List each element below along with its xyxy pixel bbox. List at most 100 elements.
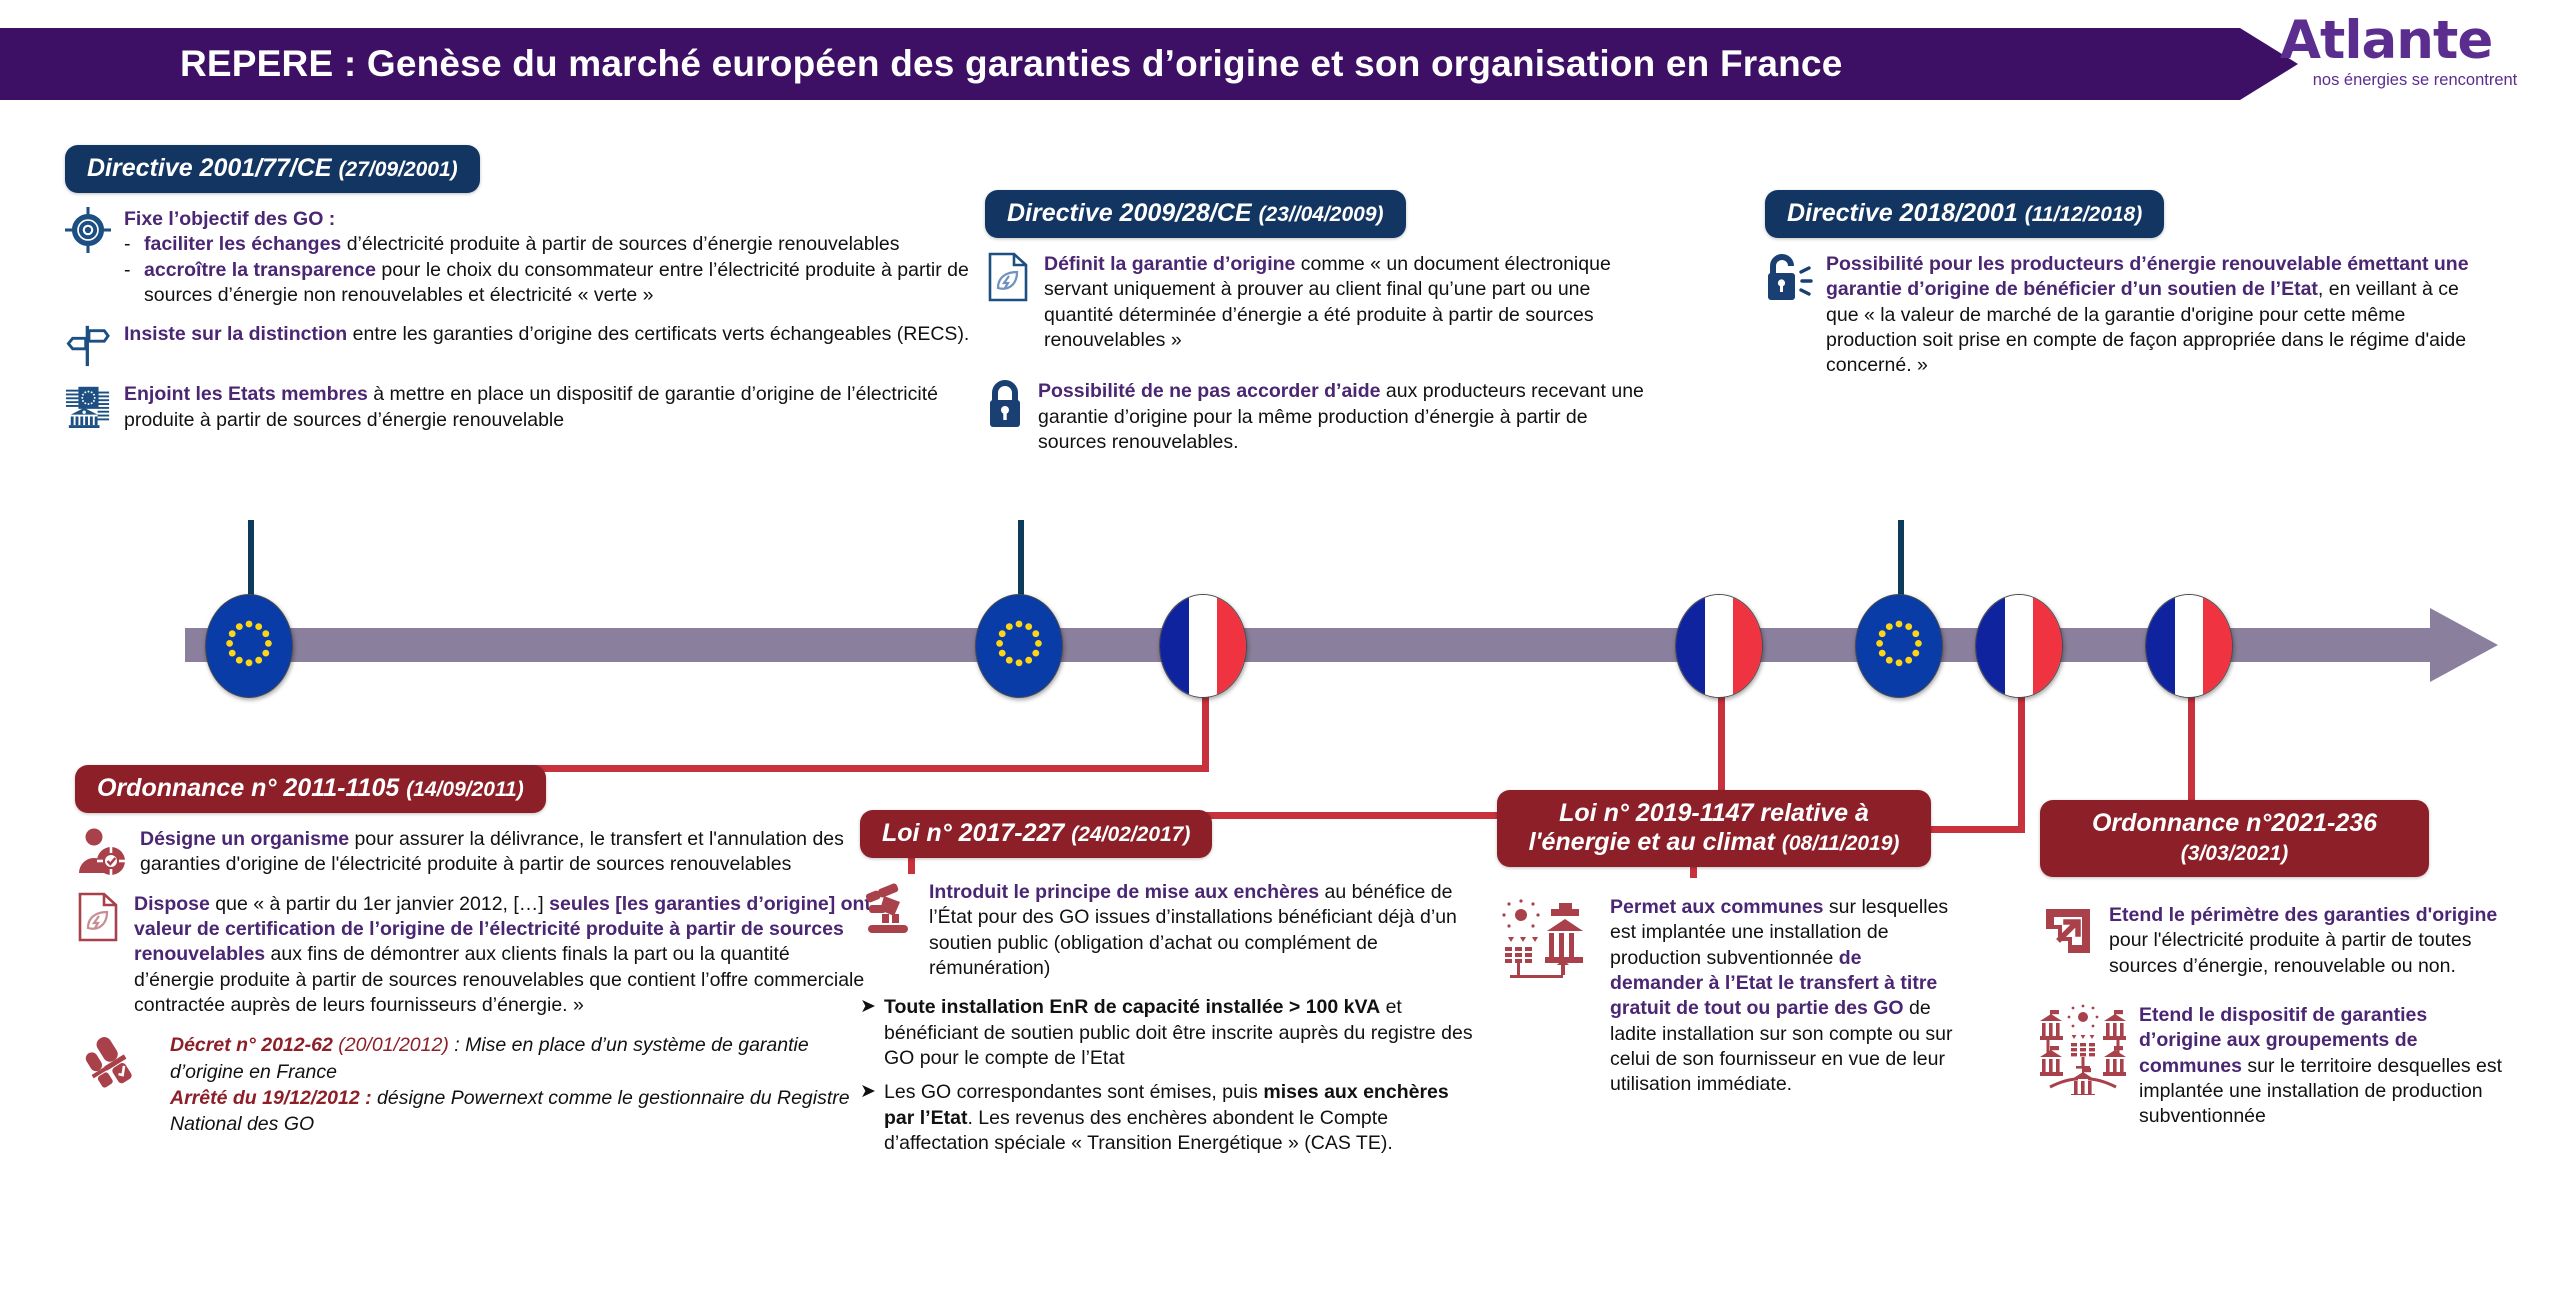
card-loi-2019-1147: Loi n° 2019-1147 relative à l'énergie et… — [1497, 790, 1957, 1112]
item-rest: au bénéfice de l’État pour des GO issues… — [929, 881, 1457, 980]
sub-rest: désigne Powernext comme le gestionnaire … — [170, 1086, 850, 1135]
connector-2017-h — [908, 812, 1725, 819]
card-title-directive-2018: Directive 2018/2001 (11/12/2018) — [1765, 190, 2165, 238]
dash-rest: d’électricité produite à partir de sourc… — [341, 233, 900, 256]
item-permet-communes: Permet aux communes sur lesquelles est i… — [1497, 895, 1957, 1098]
bullet-rest: et bénéficiant de soutien public doit êt… — [884, 996, 1473, 1070]
item-possibilite-aide: Possibilité de ne pas accorder d’aide au… — [985, 379, 1645, 455]
item-bold-b: seules [les garanties d’origine] ont val… — [134, 892, 871, 966]
page-title: REPERE : Genèse du marché européen des g… — [180, 43, 1843, 84]
solar-townhall-icon — [1497, 895, 1597, 987]
person-certify-icon — [75, 827, 127, 877]
item-text: Enjoint les Etats membres à mettre en pl… — [124, 382, 995, 433]
sub-bold: Décret n° 2012-62 — [170, 1034, 333, 1057]
item-text: Possibilité pour les producteurs d’énerg… — [1826, 252, 2485, 379]
card-directive-2018-2001: Directive 2018/2001 (11/12/2018) — [1765, 190, 2485, 393]
sub-text: Décret n° 2012-62 (20/01/2012) : Mise en… — [170, 1032, 875, 1137]
item-mid: que « à partir du 1er janvier 2012, […] — [209, 892, 550, 915]
card-date-text: (3/03/2021) — [2180, 842, 2289, 865]
item-bold: Etend le dispositif de garanties d’origi… — [2139, 1004, 2428, 1077]
card-title-directive-2001: Directive 2001/77/CE (27/09/2001) — [65, 145, 480, 193]
card-date-text: (14/09/2011) — [406, 778, 524, 801]
bullet-bold: Toute installation EnR de capacité insta… — [884, 996, 1381, 1019]
chevron-bullet-icon: ➤ — [860, 1081, 876, 1103]
item-etend-dispositif: Etend le dispositif de garanties d’origi… — [2040, 1003, 2510, 1130]
sub-line-2: Arrêté du 19/12/2012 : désigne Powernext… — [170, 1087, 850, 1135]
fr-flag-icon-2021 — [2145, 594, 2233, 698]
card-date-text: (27/09/2001) — [338, 158, 458, 181]
item-insiste-distinction: Insiste sur la distinction entre les gar… — [65, 322, 995, 368]
item-text: Dispose que « à partir du 1er janvier 20… — [134, 892, 875, 1019]
signpost-icon — [65, 322, 111, 368]
connector-2019-v1 — [2018, 690, 2025, 831]
atlante-logo: Atlante nos énergies se rencontrent — [2280, 14, 2550, 114]
timeline-arrow-head — [2430, 608, 2498, 682]
header-arrow-tip — [2240, 28, 2298, 100]
leaf-document-icon — [985, 252, 1031, 302]
stem-2018 — [1898, 520, 1904, 630]
bullet-text: Les GO correspondantes sont émises, puis… — [884, 1080, 1480, 1156]
card-date-text: (08/11/2019) — [1781, 832, 1900, 855]
connector-2017-v1 — [1718, 690, 1725, 816]
item-bold: Définit la garantie d’origine — [1044, 253, 1296, 275]
item-rest: de ladite installation sur son compte ou… — [1610, 997, 1953, 1096]
header-bar — [0, 28, 2240, 100]
item-rest: aux fins de démontrer aux clients finals… — [134, 943, 865, 1017]
dash-line-2: - accroître la transparence pour le choi… — [124, 258, 969, 307]
item-rest: aux producteurs recevant une garantie d’… — [1038, 380, 1644, 454]
card-title-text: Loi n° 2017-227 — [882, 819, 1065, 847]
card-title-ordonnance-2021: Ordonnance n°2021-236 (3/03/2021) — [2040, 800, 2429, 877]
bullet-bold: mises aux enchères par l’Etat — [884, 1081, 1449, 1129]
item-bold-a: Dispose — [134, 892, 210, 915]
item-introduit-encheres: Introduit le principe de mise aux enchèr… — [860, 880, 1480, 981]
dash-line-1: - faciliter les échanges d’électricité p… — [124, 233, 900, 256]
item-bold-a: Permet aux communes — [1610, 896, 1824, 918]
item-rest: sur le territoire desquelles est implant… — [2139, 1054, 2503, 1128]
card-ordonnance-2011-1105: Ordonnance n° 2011-1105 (14/09/2011) — [75, 765, 875, 1137]
item-designe-organisme: Désigne un organisme pour assurer la dél… — [75, 827, 875, 878]
dash-bold: accroître la transparence — [144, 258, 376, 281]
item-rest: pour l'électricité produite à partir de … — [2109, 929, 2472, 977]
logo-tagline: nos énergies se rencontrent — [2312, 71, 2518, 89]
lead-text: Fixe l’objectif des GO : — [124, 208, 336, 230]
stamp-icon — [85, 1032, 145, 1137]
item-fixe-objectif: Fixe l’objectif des GO : - faciliter les… — [65, 207, 995, 308]
card-title-text: Ordonnance n° 2011-1105 — [97, 774, 400, 802]
sub-rest: : Mise en place d’un système de garantie… — [170, 1034, 809, 1083]
sub-line-1: Décret n° 2012-62 (20/01/2012) : Mise en… — [170, 1034, 809, 1082]
card-title-text: Ordonnance n°2021-236 — [2091, 809, 2378, 837]
card-title-directive-2009: Directive 2009/28/CE (23//04/2009) — [985, 190, 1406, 238]
leaf-document-red-icon — [75, 892, 121, 942]
card-title-text: Directive 2001/77/CE — [87, 154, 332, 182]
bullet-item: ➤ Les GO correspondantes sont émises, pu… — [860, 1080, 1480, 1156]
eu-flag-icon-2001 — [205, 594, 293, 698]
card-title-text: Directive 2009/28/CE — [1007, 199, 1252, 227]
sub-decret-arrete: Décret n° 2012-62 (20/01/2012) : Mise en… — [85, 1032, 875, 1137]
item-bold: Introduit le principe de mise aux enchèr… — [929, 881, 1320, 903]
fr-flag-icon-2011 — [1159, 594, 1247, 698]
item-rest: , en veillant à ce que « la valeur de ma… — [1826, 278, 2467, 377]
sub-date: (20/01/2012) — [338, 1034, 449, 1057]
item-definit-garantie: Définit la garantie d’origine comme « un… — [985, 252, 1645, 353]
bullet-list-2017: ➤ Toute installation EnR de capacité ins… — [860, 995, 1480, 1156]
logo-wordmark: Atlante — [2280, 10, 2493, 71]
expand-arrow-icon — [2040, 903, 2096, 959]
item-mid: sur lesquelles est implantée une install… — [1610, 896, 1949, 969]
card-title-ordonnance-2011: Ordonnance n° 2011-1105 (14/09/2011) — [75, 765, 546, 813]
item-rest: comme « un document électronique servant… — [1044, 253, 1611, 352]
item-bold: Etend le périmètre des garanties d'origi… — [2109, 904, 2498, 926]
item-text: Etend le dispositif de garanties d’origi… — [2139, 1003, 2510, 1130]
card-date-text: (11/12/2018) — [2024, 203, 2143, 226]
card-date-text: (24/02/2017) — [1071, 823, 1191, 846]
item-rest: à mettre en place un dispositif de garan… — [124, 383, 938, 431]
chevron-bullet-icon: ➤ — [860, 996, 876, 1018]
item-text: Permet aux communes sur lesquelles est i… — [1610, 895, 1957, 1098]
item-dispose: Dispose que « à partir du 1er janvier 20… — [75, 892, 875, 1019]
padlock-closed-icon — [985, 379, 1025, 429]
card-title-text: Directive 2018/2001 — [1787, 199, 2018, 227]
card-title-loi-2017: Loi n° 2017-227 (24/02/2017) — [860, 810, 1213, 858]
item-etend-perimetre: Etend le périmètre des garanties d'origi… — [2040, 903, 2510, 979]
timeline-bar — [185, 628, 2435, 662]
item-bold: Possibilité de ne pas accorder d’aide — [1038, 380, 1381, 403]
item-text: Possibilité de ne pas accorder d’aide au… — [1038, 379, 1645, 455]
